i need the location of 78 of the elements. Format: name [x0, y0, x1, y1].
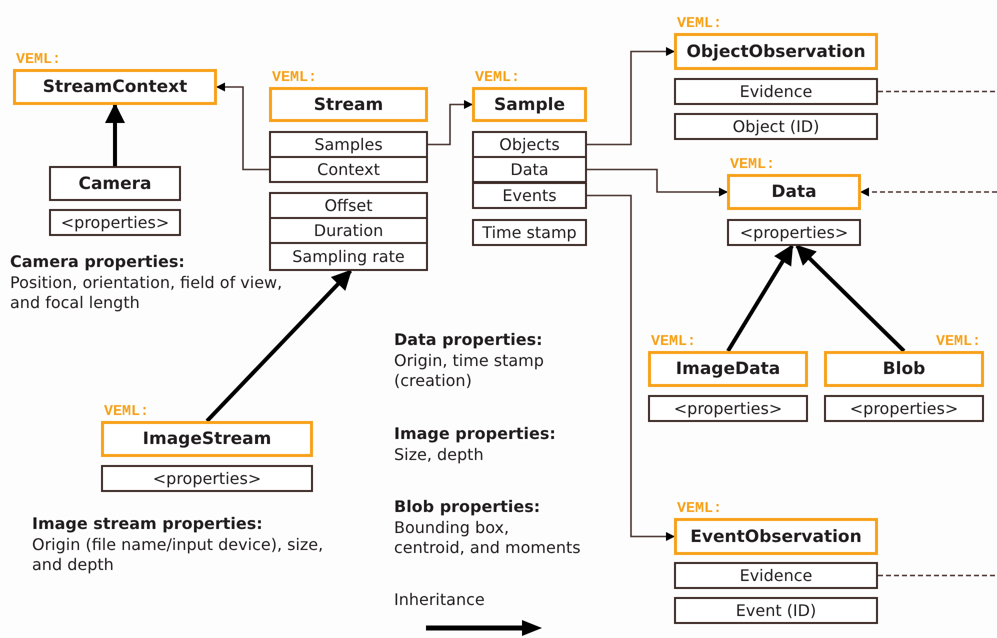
attribute-box	[101, 465, 313, 492]
property-heading: Data properties:	[394, 330, 544, 350]
stereotype-label: VEML:	[272, 69, 318, 86]
attribute-name: Objects	[499, 135, 560, 154]
attribute-box	[674, 597, 878, 624]
stereotype-label: VEML:	[677, 15, 722, 32]
attribute-name: <properties>	[674, 399, 782, 418]
attribute-name: Data	[510, 160, 549, 179]
attribute-name: <properties>	[60, 213, 170, 232]
property-description: Origin, time stamp (creation)	[394, 351, 545, 391]
attribute-box	[472, 156, 587, 183]
property-heading: Image properties:	[394, 424, 557, 444]
class-name: Sample	[494, 94, 565, 114]
connector-arrow	[216, 82, 269, 170]
class-name: ImageData	[676, 359, 780, 379]
class-box	[49, 166, 181, 201]
attribute-name: <properties>	[850, 399, 958, 418]
attribute-box	[648, 395, 808, 422]
attribute-box	[472, 131, 587, 158]
stereotype-label: VEML:	[104, 403, 150, 420]
attribute-box	[674, 562, 878, 589]
attribute-box	[269, 217, 428, 244]
connector-arrow	[587, 47, 675, 146]
connector-arrow	[587, 194, 675, 541]
attribute-box	[269, 242, 428, 271]
attribute-name: Samples	[314, 135, 383, 154]
property-description: Bounding box, centroid, and moments	[394, 518, 582, 558]
dashed-connector	[860, 188, 997, 196]
attribute-box	[269, 156, 428, 183]
attribute-name: Duration	[314, 221, 384, 240]
inheritance-arrow	[726, 244, 794, 352]
stereotype-label: VEML:	[16, 51, 62, 68]
inheritance-arrow	[105, 103, 125, 166]
inheritance-arrow	[796, 244, 906, 352]
legend-label: Inheritance	[394, 590, 485, 610]
attribute-box	[472, 182, 587, 209]
class-name: StreamContext	[42, 77, 188, 97]
attribute-name: Offset	[324, 196, 373, 215]
connector-arrow	[428, 100, 473, 146]
attribute-name: Time stamp	[482, 223, 577, 242]
attribute-name: Context	[317, 160, 380, 179]
stereotype-label: VEML:	[475, 69, 520, 86]
attribute-box	[269, 192, 428, 219]
property-description: Origin (file name/input device), size, and depth	[32, 535, 324, 575]
attribute-box	[49, 209, 181, 236]
attribute-name: Event (ID)	[736, 601, 816, 620]
class-name: EventObservation	[690, 526, 862, 546]
attribute-name: Evidence	[740, 82, 812, 101]
property-heading: Image stream properties:	[32, 514, 264, 534]
attribute-name: Evidence	[740, 566, 812, 585]
connector-arrow	[587, 168, 728, 196]
attribute-name: Sampling rate	[292, 247, 405, 266]
stereotype-label: VEML:	[730, 156, 776, 173]
attribute-box	[472, 219, 587, 246]
attribute-box	[824, 395, 984, 422]
attribute-box	[269, 131, 428, 158]
class-name: Blob	[882, 359, 926, 379]
attribute-box	[674, 113, 878, 140]
attribute-name: Object (ID)	[732, 117, 820, 136]
class-name: ImageStream	[142, 429, 272, 449]
dashed-connector	[878, 574, 997, 576]
class-name: Data	[771, 182, 817, 202]
attribute-name: <properties>	[152, 469, 262, 488]
class-name: Stream	[314, 94, 384, 114]
stereotype-label: VEML:	[936, 333, 981, 350]
attribute-box	[727, 219, 861, 246]
stereotype-label: VEML:	[677, 500, 722, 517]
property-heading: Blob properties:	[394, 497, 542, 517]
property-description: Position, orientation, field of view, and focal length	[10, 273, 284, 313]
attribute-box	[674, 78, 878, 105]
dashed-connector	[878, 90, 997, 92]
stereotype-label: VEML:	[651, 333, 696, 350]
property-description: Size, depth	[394, 445, 485, 465]
attribute-name: <properties>	[740, 223, 848, 242]
inheritance-arrow	[206, 270, 352, 422]
class-name: Camera	[78, 174, 152, 194]
attribute-name: Events	[502, 186, 557, 205]
class-name: ObjectObservation	[686, 42, 866, 62]
